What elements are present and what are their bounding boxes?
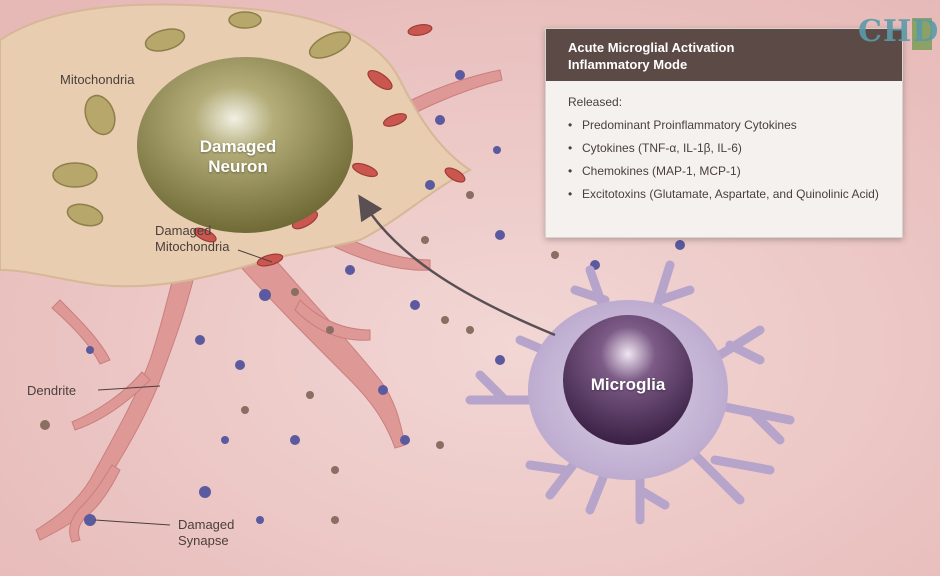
label-dendrite: Dendrite: [27, 383, 77, 398]
label-damaged-neuron-line2: Neuron: [208, 157, 268, 176]
label-damaged-mitochondria-line1: Damaged: [155, 223, 212, 238]
released-item: Cytokines (TNF-α, IL-1β, IL-6): [568, 141, 880, 156]
released-item: Chemokines (MAP-1, MCP-1): [568, 164, 880, 179]
label-damaged-synapse: Damaged Synapse: [178, 517, 234, 549]
logo-mark: [912, 18, 932, 50]
damaged-mitochondria-group: [193, 24, 466, 267]
label-damaged-synapse-line1: Damaged: [178, 517, 235, 532]
released-item: Excitotoxins (Glutamate, Aspartate, and …: [568, 187, 880, 202]
info-box-header: Acute Microglial Activation Inflammatory…: [546, 29, 902, 81]
label-microglia: Microglia: [590, 375, 666, 394]
released-list: Predominant Proinflammatory Cytokines Cy…: [568, 118, 880, 202]
cytokine-particles: [40, 70, 685, 526]
info-box-title-line1: Acute Microglial Activation: [568, 40, 735, 55]
microglia-nucleus: [563, 315, 693, 445]
label-damaged-mitochondria: Damaged Mitochondria: [155, 223, 229, 255]
leader-lines: [94, 249, 273, 526]
info-box: Acute Microglial Activation Inflammatory…: [545, 28, 903, 238]
released-item: Predominant Proinflammatory Cytokines: [568, 118, 880, 133]
released-label: Released:: [568, 95, 623, 109]
label-mitochondria: Mitochondria: [60, 72, 135, 87]
logo: CHD: [858, 14, 940, 49]
label-damaged-neuron: Damaged Neuron: [178, 137, 298, 177]
label-damaged-mitochondria-line2: Mitochondria: [155, 239, 230, 254]
label-damaged-synapse-line2: Synapse: [178, 533, 229, 548]
label-damaged-neuron-line1: Damaged: [199, 137, 277, 156]
activation-arrow: [358, 194, 556, 337]
neuron-nucleus: [137, 57, 353, 233]
info-box-body: Released: Predominant Proinflammatory Cy…: [546, 81, 902, 202]
info-box-title-line2: Inflammatory Mode: [568, 57, 688, 72]
